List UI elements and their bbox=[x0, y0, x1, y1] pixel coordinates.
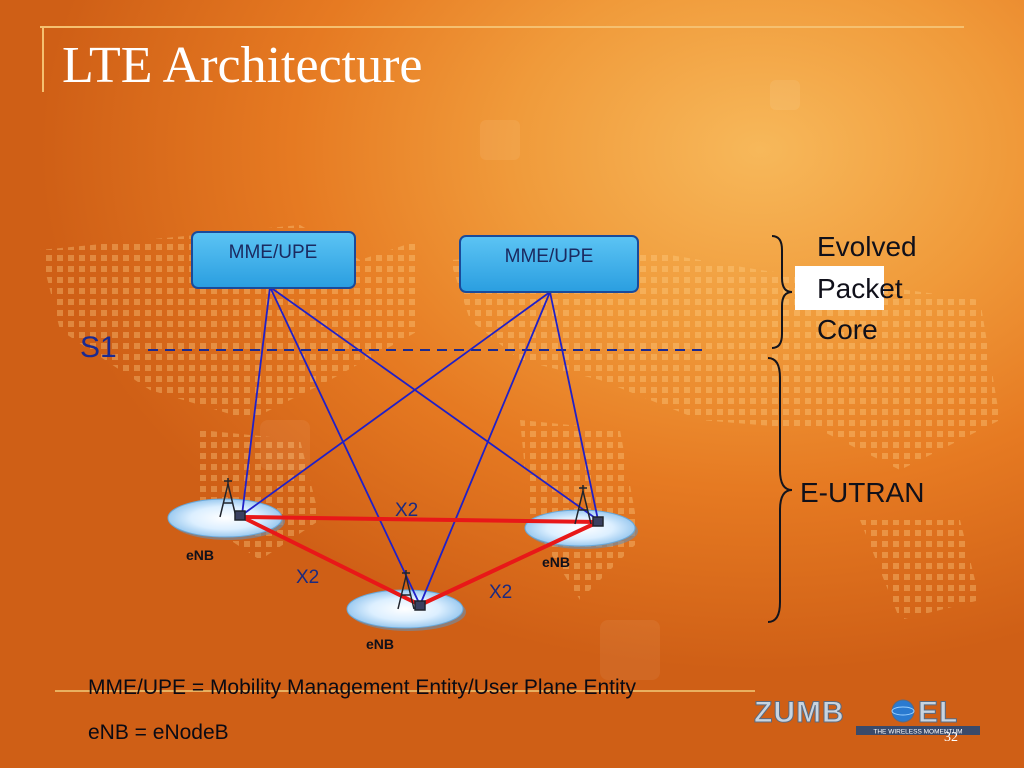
title-top-rule bbox=[40, 26, 964, 28]
s1-links bbox=[241, 286, 599, 606]
enb-left-cell bbox=[167, 498, 285, 540]
x2-left-label: X2 bbox=[296, 567, 319, 588]
enb-bottom-label: eNB bbox=[366, 636, 394, 652]
s1-link-mme-left-enb-right bbox=[269, 286, 599, 521]
footnote-rule bbox=[55, 690, 755, 692]
s1-link-mme-right-enb-bottom bbox=[419, 291, 551, 606]
x2-link-left-right bbox=[240, 515, 600, 524]
mme-right-node: MME/UPE bbox=[459, 235, 639, 293]
enb-left-label: eNB bbox=[186, 547, 214, 563]
x2-link-left-bottom bbox=[240, 515, 422, 607]
mme-left-label: MME/UPE bbox=[229, 242, 318, 263]
s1-link-mme-right-enb-left bbox=[241, 291, 551, 516]
svg-text:THE WIRELESS MOMENTUM: THE WIRELESS MOMENTUM bbox=[873, 729, 962, 736]
s1-link-mme-left-enb-left bbox=[241, 286, 271, 516]
enb-bottom-tower-icon bbox=[397, 570, 426, 611]
epc-label-line3: Core bbox=[817, 314, 878, 345]
slide-title: LTE Architecture bbox=[62, 37, 423, 94]
svg-text:ZUMB: ZUMB bbox=[754, 696, 845, 729]
enb-right-label: eNB bbox=[542, 554, 570, 570]
x2-link-right-bottom bbox=[418, 520, 600, 607]
mme-right-label: MME/UPE bbox=[505, 246, 594, 267]
s1-link-mme-right-enb-right bbox=[549, 291, 599, 521]
title-left-rule bbox=[42, 26, 44, 92]
epc-label-line2: Packet bbox=[817, 273, 903, 304]
epc-label-line1: Evolved bbox=[817, 231, 917, 262]
s1-link-mme-left-enb-bottom bbox=[269, 286, 421, 606]
epc-brace bbox=[771, 235, 793, 349]
x2-links bbox=[240, 515, 600, 607]
enb-left-tower-icon bbox=[219, 478, 246, 521]
s1-label: S1 bbox=[80, 331, 117, 364]
x2-right-label: X2 bbox=[489, 582, 512, 603]
mme-left-node: MME/UPE bbox=[191, 231, 356, 289]
footnote-mme-definition: MME/UPE = Mobility Management Entity/Use… bbox=[88, 676, 636, 699]
footnote-enb-definition: eNB = eNodeB bbox=[88, 721, 229, 744]
page-number: 32 bbox=[944, 730, 958, 745]
epc-highlight-box bbox=[795, 266, 884, 310]
eutran-label: E-UTRAN bbox=[800, 477, 924, 508]
enb-right-tower-icon bbox=[574, 485, 604, 527]
svg-text:EL: EL bbox=[918, 696, 958, 729]
zumbel-logo: ZUMB EL THE WIRELESS MOMENTUM bbox=[754, 696, 980, 736]
eutran-brace bbox=[767, 357, 793, 623]
x2-top-label: X2 bbox=[395, 500, 418, 521]
